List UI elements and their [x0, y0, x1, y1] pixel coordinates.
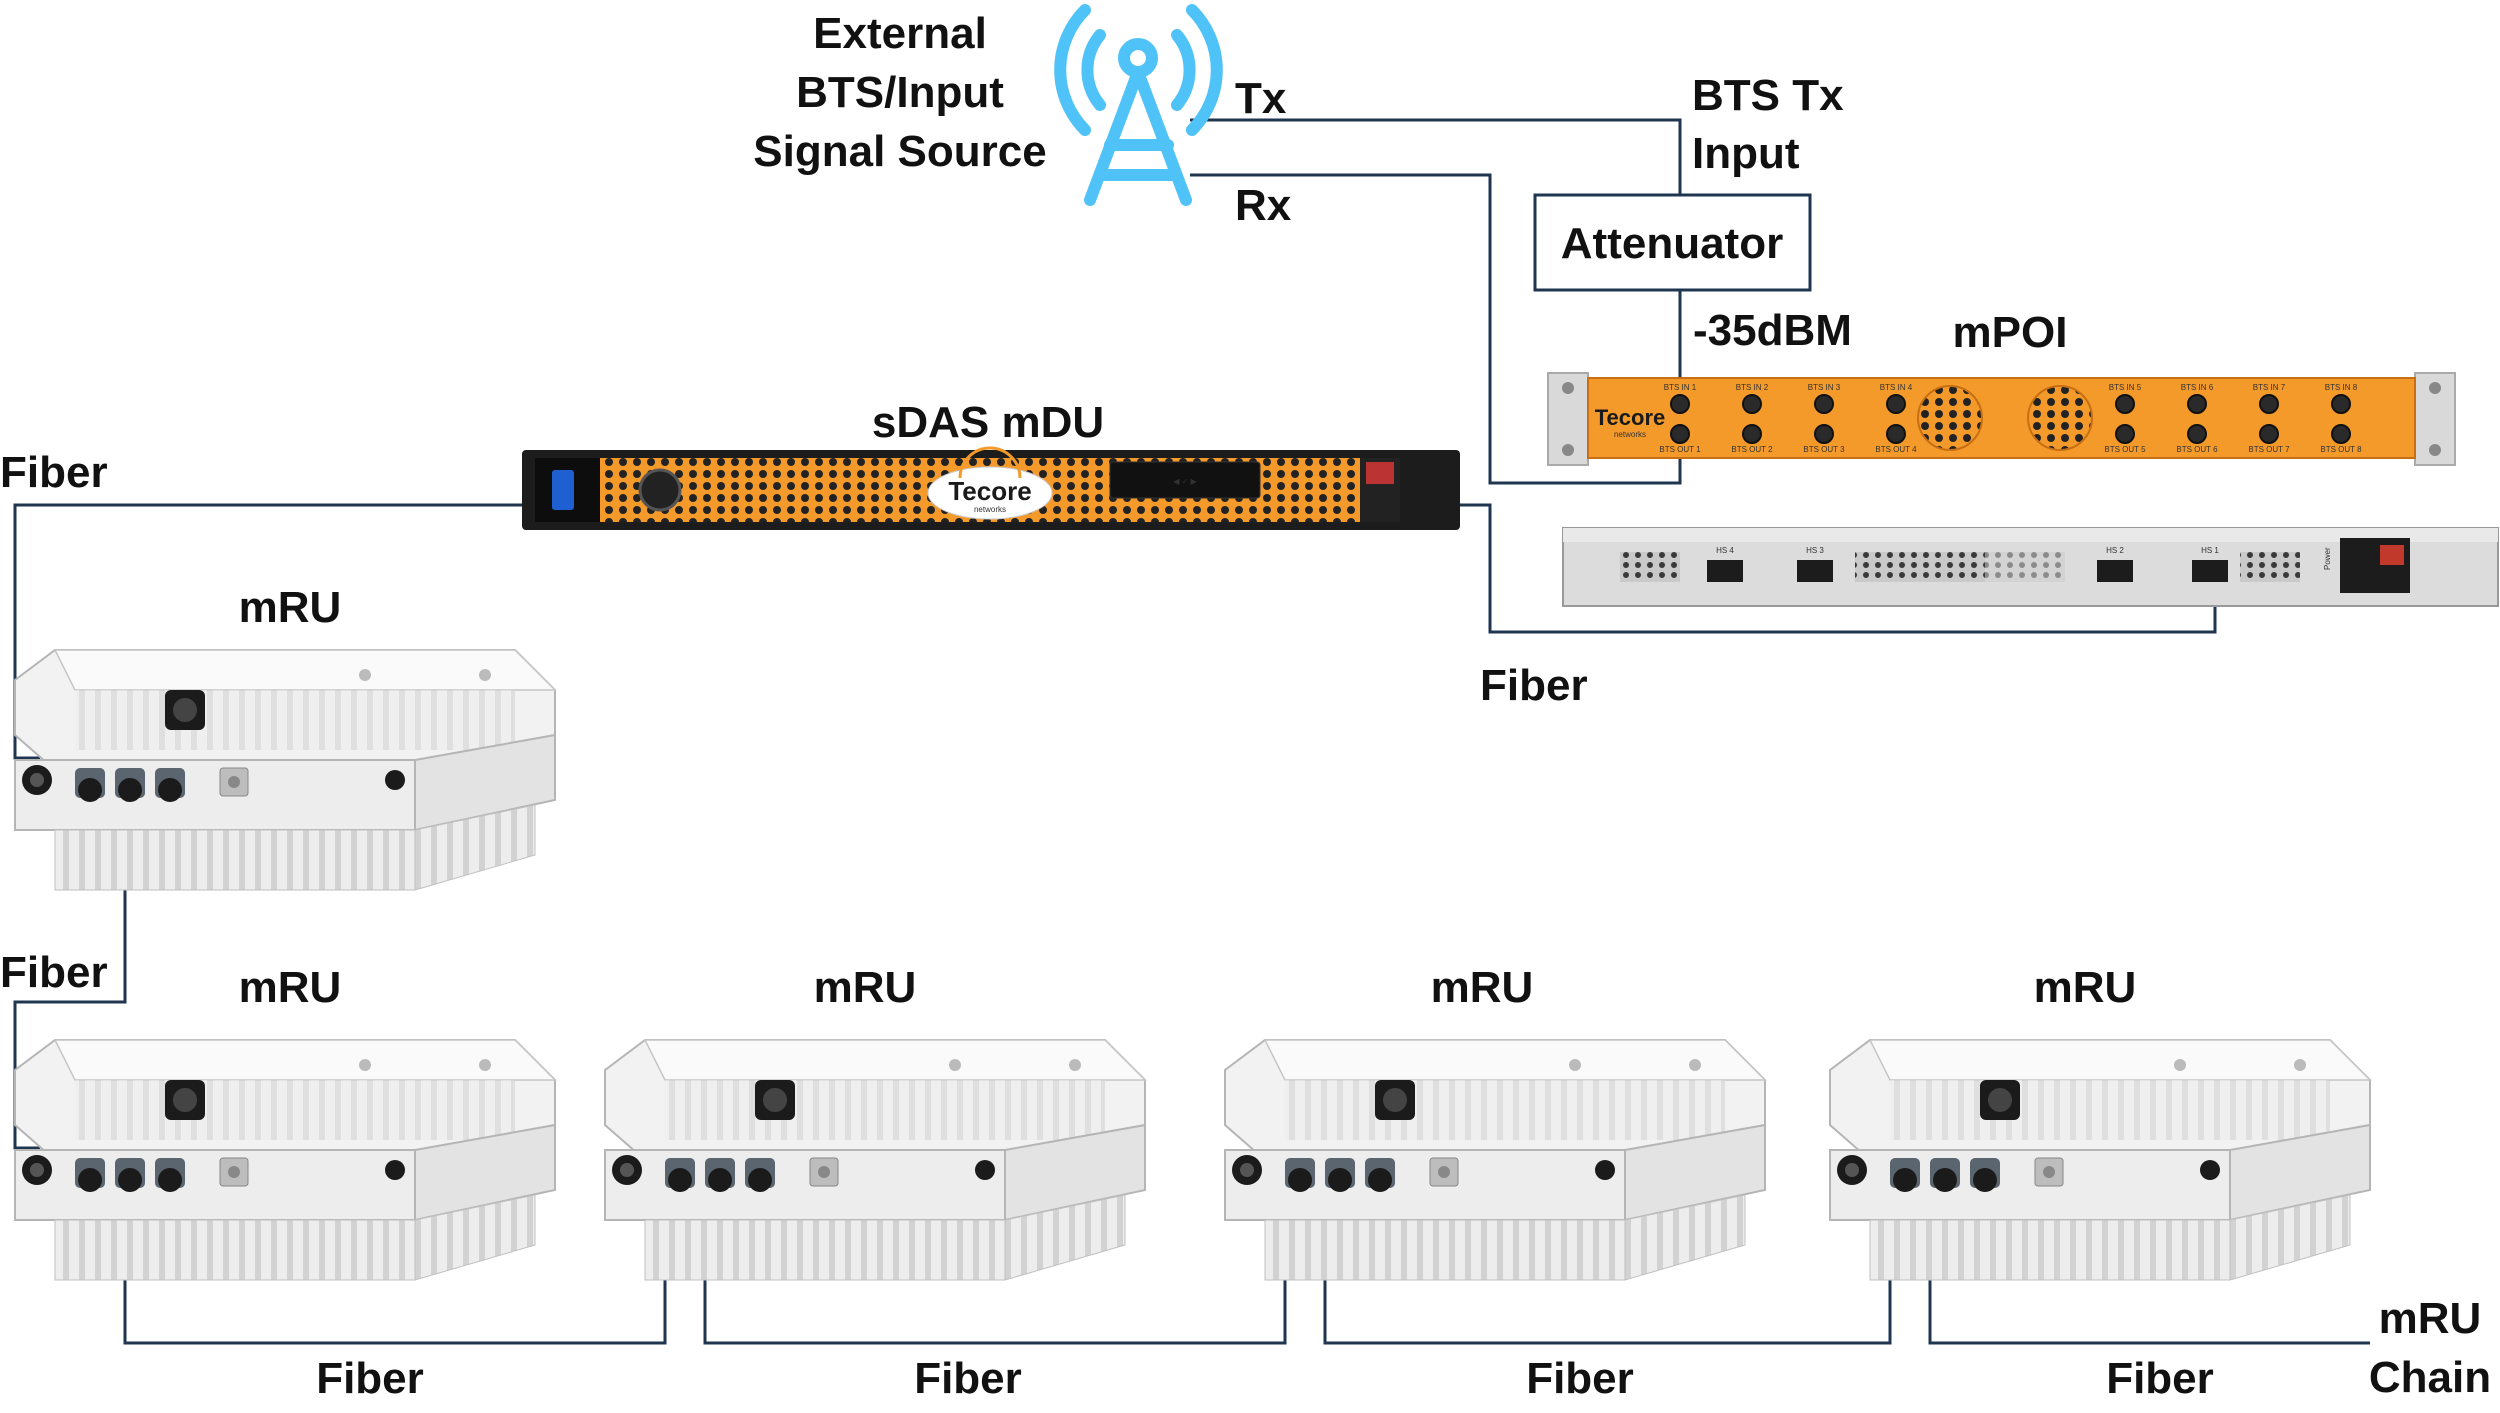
mpoi-port-label: BTS OUT 8: [2320, 445, 2362, 454]
mpoi-rear-device: [1562, 527, 2499, 607]
mru-label-1: mRU: [239, 583, 342, 632]
source-label-line1: External: [813, 9, 987, 58]
mpoi-port-label: BTS IN 6: [2181, 383, 2214, 392]
mpoi-port-label: BTS OUT 7: [2248, 445, 2290, 454]
mpoi-logo-text: Tecore: [1595, 405, 1666, 430]
mpoi-port-label: BTS IN 1: [1664, 383, 1697, 392]
mpoi-port-label: BTS IN 2: [1736, 383, 1769, 392]
mru-label-3: mRU: [814, 963, 917, 1012]
fiber-label-left-mid: Fiber: [0, 948, 108, 997]
mru-chain-label-line1: mRU: [2379, 1294, 2482, 1343]
mpoi-connector-bts-out-4: [1886, 424, 1906, 444]
attenuator-box: Attenuator: [1533, 193, 1812, 292]
rear-port-hs-2: [2097, 560, 2133, 582]
rear-port-group: HS 4 HS 3 HS 2 HS 1 Power: [1707, 546, 2332, 582]
mpoi-connector-bts-out-2: [1742, 424, 1762, 444]
mpoi-port-label: BTS OUT 1: [1659, 445, 1701, 454]
mdu-to-rear-fiber: [1460, 503, 2217, 634]
mru-unit-4: [1224, 1039, 1766, 1281]
mru-label-5: mRU: [2034, 963, 2137, 1012]
mpoi-port-label: BTS IN 5: [2109, 383, 2142, 392]
mpoi-port-label: BTS OUT 4: [1875, 445, 1917, 454]
rear-port-label: HS 2: [2106, 546, 2124, 555]
mru-unit-2: [14, 1039, 556, 1281]
bts-tx-input-line2: Input: [1692, 129, 1800, 178]
source-label-line3: Signal Source: [753, 127, 1046, 176]
mpoi-port-label: BTS IN 3: [1808, 383, 1841, 392]
mpoi-port-label: BTS IN 7: [2253, 383, 2286, 392]
mdu-to-mru1-fiber: [13, 503, 525, 760]
fiber-label-bottom-2: Fiber: [914, 1354, 1022, 1403]
tecore-logo: [927, 466, 1053, 520]
mdu-device: ◀ ✓ ▶ Tecore networks: [522, 446, 1460, 530]
rear-port-hs-3: [1797, 560, 1833, 582]
rear-port-hs-1: [2192, 560, 2228, 582]
mpoi-connector-bts-in-1: [1670, 394, 1690, 414]
mpoi-connector-bts-out-7: [2259, 424, 2279, 444]
tx-line: [1190, 118, 1682, 195]
mpoi-connector-bts-in-3: [1814, 394, 1834, 414]
mpoi-connector-bts-in-2: [1742, 394, 1762, 414]
mpoi-logo-sub: networks: [1614, 430, 1646, 439]
fiber-label-top-left: Fiber: [0, 448, 108, 497]
rear-port-hs-4: [1707, 560, 1743, 582]
fiber-label-bottom-3: Fiber: [1526, 1354, 1634, 1403]
mpoi-port-label: BTS IN 8: [2325, 383, 2358, 392]
svg-text:◀ ✓ ▶: ◀ ✓ ▶: [1173, 477, 1197, 486]
mpoi-connector-bts-out-3: [1814, 424, 1834, 444]
mpoi-connector-bts-in-4: [1886, 394, 1906, 414]
fiber-label-bottom-1: Fiber: [316, 1354, 424, 1403]
fiber-label-bottom-4: Fiber: [2106, 1354, 2214, 1403]
mpoi-label: mPOI: [1953, 308, 2068, 357]
mpoi-connector-bts-in-5: [2115, 394, 2135, 414]
rear-port-label: HS 3: [1806, 546, 1824, 555]
fiber-label-rear: Fiber: [1480, 661, 1588, 710]
mpoi-connector-bts-out-1: [1670, 424, 1690, 444]
mru-chain-label-line2: Chain: [2369, 1353, 2491, 1402]
tx-label: Tx: [1235, 74, 1287, 123]
rx-label: Rx: [1235, 181, 1292, 230]
rear-port-label: HS 4: [1716, 546, 1734, 555]
level-label: -35dBM: [1693, 306, 1852, 355]
mpoi-port-label: BTS OUT 2: [1731, 445, 1773, 454]
antenna-icon: [1054, 4, 1223, 206]
mpoi-port-label: BTS OUT 3: [1803, 445, 1845, 454]
mpoi-connector-bts-out-5: [2115, 424, 2135, 444]
rear-port-label: HS 1: [2201, 546, 2219, 555]
mru-unit-3: [604, 1039, 1146, 1281]
mpoi-connector-bts-in-6: [2187, 394, 2207, 414]
mdu-label: sDAS mDU: [872, 398, 1104, 447]
mru-label-4: mRU: [1431, 963, 1534, 1012]
mpoi-port-label: BTS IN 4: [1880, 383, 1913, 392]
mpoi-connector-bts-in-8: [2331, 394, 2351, 414]
mpoi-port-group: BTS IN 1 BTS IN 2 BTS IN 3 BTS IN 4 BTS IN 5…: [1659, 383, 2362, 454]
mru-label-2: mRU: [239, 963, 342, 1012]
mdu-logo-sub: networks: [974, 505, 1006, 514]
mpoi-connector-bts-out-6: [2187, 424, 2207, 444]
mdu-logo-text: Tecore: [948, 476, 1031, 506]
mru-unit-1: [14, 649, 556, 891]
mpoi-connector-bts-in-7: [2259, 394, 2279, 414]
mpoi-port-label: BTS OUT 5: [2104, 445, 2146, 454]
mpoi-front-device: Tecore networks: [1547, 372, 2456, 466]
attenuator-label: Attenuator: [1561, 219, 1783, 268]
mpoi-connector-bts-out-8: [2331, 424, 2351, 444]
mru1-to-mru2-fiber: [13, 760, 127, 1150]
mpoi-port-label: BTS OUT 6: [2176, 445, 2218, 454]
rear-power-label: Power: [2323, 547, 2332, 570]
mru-unit-5: [1829, 1039, 2371, 1281]
bts-tx-input-line1: BTS Tx: [1692, 71, 1844, 120]
rx-line: [1190, 173, 1682, 485]
source-label-line2: BTS/Input: [796, 68, 1004, 117]
